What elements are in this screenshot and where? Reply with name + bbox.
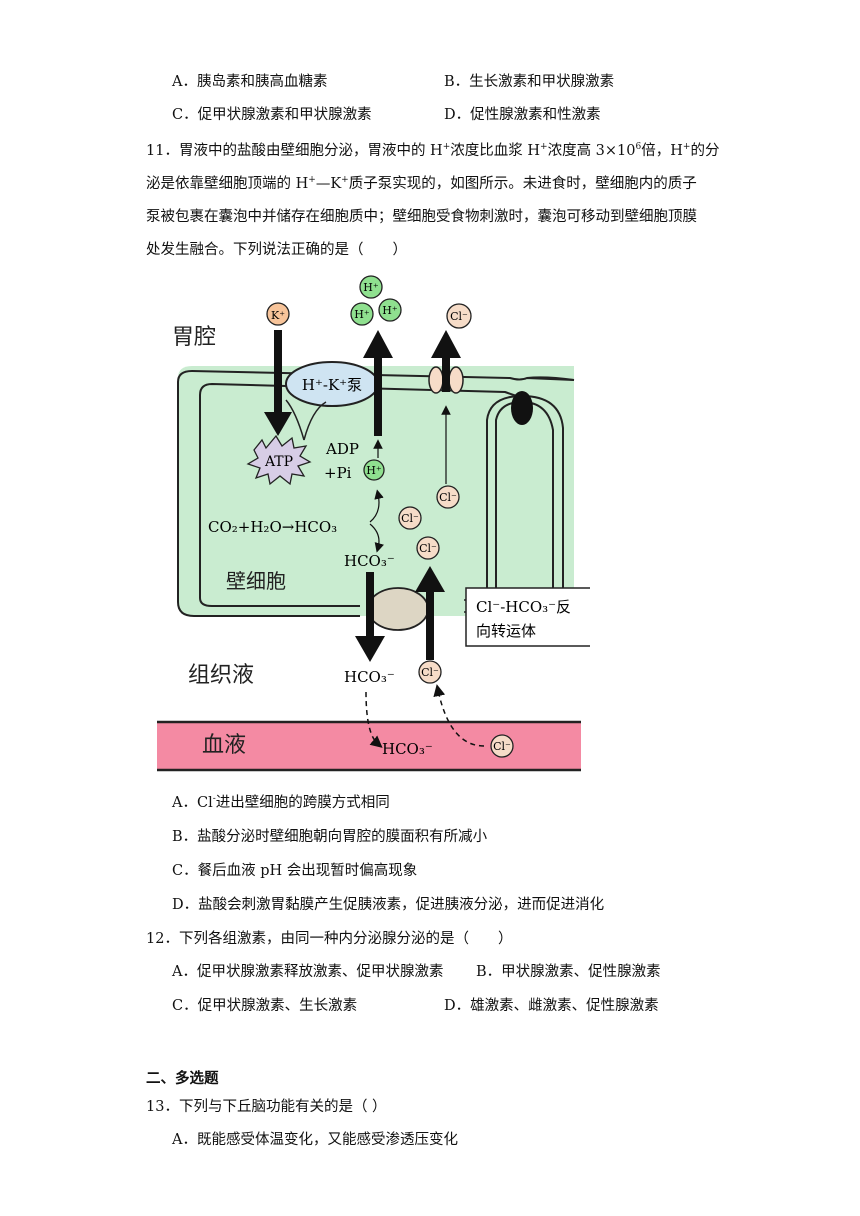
q12-stem: 12．下列各组激素，由同一种内分泌腺分泌的是（ ） bbox=[146, 931, 513, 947]
q12-option-d: D．雄激素、雌激素、促性腺激素 bbox=[444, 998, 659, 1014]
tissue-fluid-label: 组织液 bbox=[188, 663, 254, 688]
parietal-cell-diagram: H⁺-K⁺泵 K⁺ ATP ADP +Pi H⁺ H⁺ H⁺ H⁺ Cl⁻ Cl… bbox=[157, 275, 590, 772]
h-ion-label-2: H⁺ bbox=[354, 308, 370, 321]
q13-option-a: A．既能感受体温变化，又能感受渗透压变化 bbox=[172, 1132, 458, 1148]
hco3-tissue-label: HCO₃⁻ bbox=[344, 668, 395, 686]
q11-option-c: C．餐后血液 pH 会出现暂时偏高现象 bbox=[172, 863, 418, 879]
q13-stem: 13．下列与下丘脑功能有关的是（ ） bbox=[146, 1099, 387, 1115]
q10-option-b: B．生长激素和甲状腺激素 bbox=[444, 74, 615, 90]
q12-option-a: A．促甲状腺激素释放激素、促甲状腺激素 bbox=[172, 964, 444, 980]
h-ion-label-1: H⁺ bbox=[363, 281, 379, 294]
pi-label: +Pi bbox=[324, 464, 352, 482]
q12-option-b: B．甲状腺激素、促性腺激素 bbox=[476, 964, 661, 980]
q11-option-a: A．Cl-进出壁细胞的跨膜方式相同 bbox=[172, 794, 390, 811]
blood-label: 血液 bbox=[202, 733, 246, 758]
hco3-cell-label: HCO₃⁻ bbox=[344, 552, 395, 570]
hco3-blood-label: HCO₃⁻ bbox=[382, 740, 433, 758]
antiporter-label-line1: Cl⁻-HCO₃⁻反 bbox=[476, 598, 571, 616]
cl-ion-antiport-label: Cl⁻ bbox=[419, 542, 437, 555]
h-ion-cell-label: H⁺ bbox=[366, 464, 382, 477]
q11-option-b: B．盐酸分泌时壁细胞朝向胃腔的膜面积有所减小 bbox=[172, 829, 488, 845]
antiporter-label-line2: 向转运体 bbox=[476, 622, 536, 640]
section-heading: 二、多选题 bbox=[146, 1070, 219, 1087]
cl-ion-blood-label: Cl⁻ bbox=[493, 740, 511, 753]
atp-label: ATP bbox=[264, 454, 293, 470]
q11-option-d: D．盐酸会刺激胃黏膜产生促胰液素，促进胰液分泌，进而促进消化 bbox=[172, 897, 605, 913]
pump-label: H⁺-K⁺泵 bbox=[302, 376, 362, 394]
h-ion-label-3: H⁺ bbox=[382, 304, 398, 317]
q11-stem-line4: 处发生融合。下列说法正确的是（ ） bbox=[146, 242, 407, 258]
q11-stem-line3: 泵被包裹在囊泡中并储存在细胞质中；壁细胞受食物刺激时，囊泡可移动到壁细胞顶膜 bbox=[146, 209, 697, 225]
q10-option-a: A．胰岛素和胰高血糖素 bbox=[172, 74, 328, 90]
equation-label: CO₂+H₂O→HCO₃ bbox=[208, 518, 337, 536]
k-ion-label: K⁺ bbox=[271, 309, 285, 322]
q11-stem-line1: 11．胃液中的盐酸由壁细胞分泌，胃液中的 H+浓度比血浆 H+浓度高 3×106… bbox=[146, 142, 720, 159]
q10-option-c: C．促甲状腺激素和甲状腺激素 bbox=[172, 107, 372, 123]
q12-option-c: C．促甲状腺激素、生长激素 bbox=[172, 998, 358, 1014]
adp-label: ADP bbox=[325, 440, 359, 458]
q10-option-d: D．促性腺激素和性激素 bbox=[444, 107, 601, 123]
parietal-cell-label: 壁细胞 bbox=[226, 569, 286, 593]
cl-ion-free-label: Cl⁻ bbox=[401, 512, 419, 525]
cl-ion-top-label: Cl⁻ bbox=[450, 310, 468, 323]
q11-stem-line2: 泌是依靠壁细胞顶端的 H+—K+质子泵实现的，如图所示。未进食时，壁细胞内的质子 bbox=[146, 175, 697, 192]
stomach-label: 胃腔 bbox=[172, 325, 216, 350]
cl-ion-cell-label: Cl⁻ bbox=[439, 491, 457, 504]
cl-ion-tissue-label: Cl⁻ bbox=[421, 666, 439, 679]
